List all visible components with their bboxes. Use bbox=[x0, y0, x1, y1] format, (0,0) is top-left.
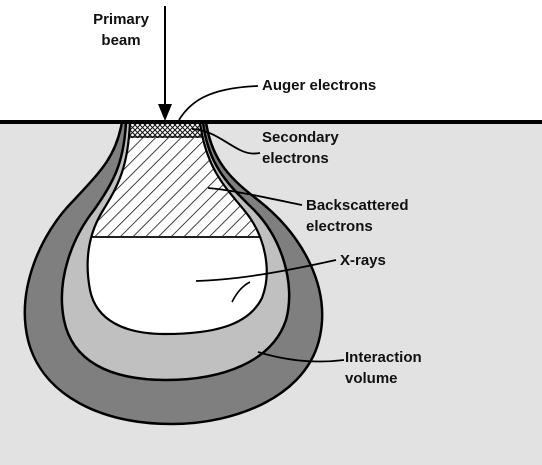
primary-beam-label-line2: beam bbox=[101, 32, 140, 49]
xrays-label: X-rays bbox=[340, 252, 386, 269]
backscattered-electrons-label-line2: electrons bbox=[306, 218, 373, 235]
primary-beam-label-line1: Primary bbox=[93, 11, 150, 28]
interaction-volume-label-line1: Interaction bbox=[345, 349, 422, 366]
secondary-electrons-label-line2: electrons bbox=[262, 150, 329, 167]
secondary-electrons-label-line1: Secondary bbox=[262, 129, 339, 146]
backscattered-leader-line bbox=[207, 187, 303, 206]
auger-leader-line bbox=[178, 85, 259, 121]
inner-volume-outline bbox=[86, 120, 268, 336]
backscattered-electrons-label-line1: Backscattered bbox=[306, 197, 409, 214]
primary-beam-arrow bbox=[158, 6, 172, 121]
interaction-leader-line bbox=[257, 351, 345, 363]
secondary-leader-line bbox=[191, 128, 261, 155]
xray-core-region bbox=[87, 236, 267, 334]
xrays-leader-line bbox=[195, 259, 337, 282]
interaction-volume-label-line2: volume bbox=[345, 370, 398, 387]
auger-electrons-label: Auger electrons bbox=[262, 77, 376, 94]
xrays-fluorescence-mark bbox=[231, 281, 251, 303]
